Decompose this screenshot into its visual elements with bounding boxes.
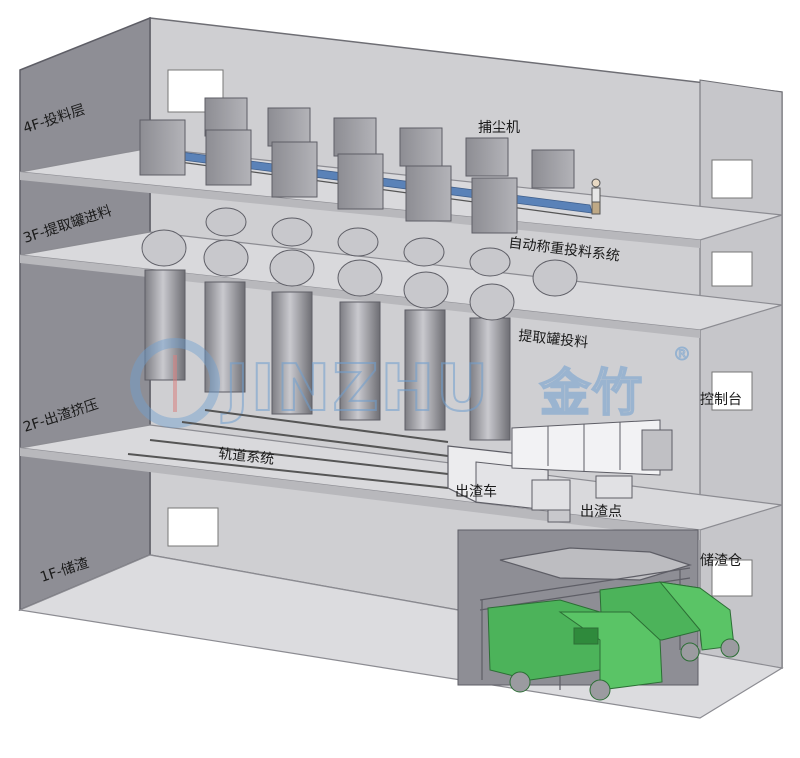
watermark-registered: ® <box>673 344 691 365</box>
slag-truck-front <box>487 599 663 701</box>
slab-4f-edge <box>20 172 700 248</box>
dust-collector-5 <box>465 137 509 177</box>
tank-top-5 <box>469 247 511 277</box>
tank-head-7 <box>532 259 578 297</box>
feed-box-6 <box>471 177 518 234</box>
watermark-logo-icon <box>130 338 220 428</box>
label-dust-collector: 捕尘机 <box>478 120 520 136</box>
window-1f-right <box>711 559 753 597</box>
tank-top-3 <box>337 227 379 257</box>
feed-box-5 <box>405 165 452 222</box>
feed-box-2 <box>205 129 252 186</box>
window-4f-right <box>711 159 753 199</box>
label-slag-cart: 出渣车 <box>455 483 497 500</box>
window-1f-left <box>167 507 219 547</box>
tank-head-1 <box>141 229 187 267</box>
left-wall <box>19 16 151 612</box>
watermark-brand-cn: 金竹 <box>540 364 644 422</box>
extraction-tanks <box>141 207 578 441</box>
tank-body-4 <box>339 301 381 421</box>
tank-body-2 <box>204 281 246 393</box>
tank-head-6 <box>469 283 515 321</box>
tank-head-2 <box>203 239 249 277</box>
tank-body-1 <box>144 269 186 381</box>
watermark-brand: JINZHU <box>221 352 490 426</box>
tank-top-4 <box>403 237 445 267</box>
dust-collector-3 <box>333 117 377 157</box>
label-control-desk: 控制台 <box>700 392 742 408</box>
tank-body-6 <box>469 317 511 441</box>
tank-head-5 <box>403 271 449 309</box>
tank-body-5 <box>404 309 446 431</box>
rail-system <box>127 409 449 489</box>
feed-box-4 <box>337 153 384 210</box>
window-2f-right <box>711 371 753 411</box>
control-desk <box>511 419 673 476</box>
tank-body-3 <box>271 291 313 415</box>
label-slag-bin: 储渣仓 <box>700 553 742 569</box>
feed-box-3 <box>271 141 318 198</box>
tank-top-1 <box>205 207 247 237</box>
window-3f-right <box>711 251 753 287</box>
dust-collector-row <box>139 97 575 234</box>
feed-box-1 <box>139 119 186 176</box>
slab-2f-edge <box>20 448 700 540</box>
tank-head-3 <box>269 249 315 287</box>
slab-2f <box>19 424 783 531</box>
label-slag-point: 出渣点 <box>580 504 622 520</box>
label-rail-system: 轨道系统 <box>218 446 275 468</box>
tank-top-2 <box>271 217 313 247</box>
dust-collector-6 <box>531 149 575 189</box>
label-tank-feeding: 提取罐投料 <box>518 328 589 351</box>
watermark: JINZHU 金竹 ® <box>130 338 692 428</box>
dust-collector-4 <box>399 127 443 167</box>
tank-head-4 <box>337 259 383 297</box>
slag-point-equipment <box>531 475 633 523</box>
dust-collector-2 <box>267 107 311 147</box>
operator-4f <box>591 178 601 215</box>
